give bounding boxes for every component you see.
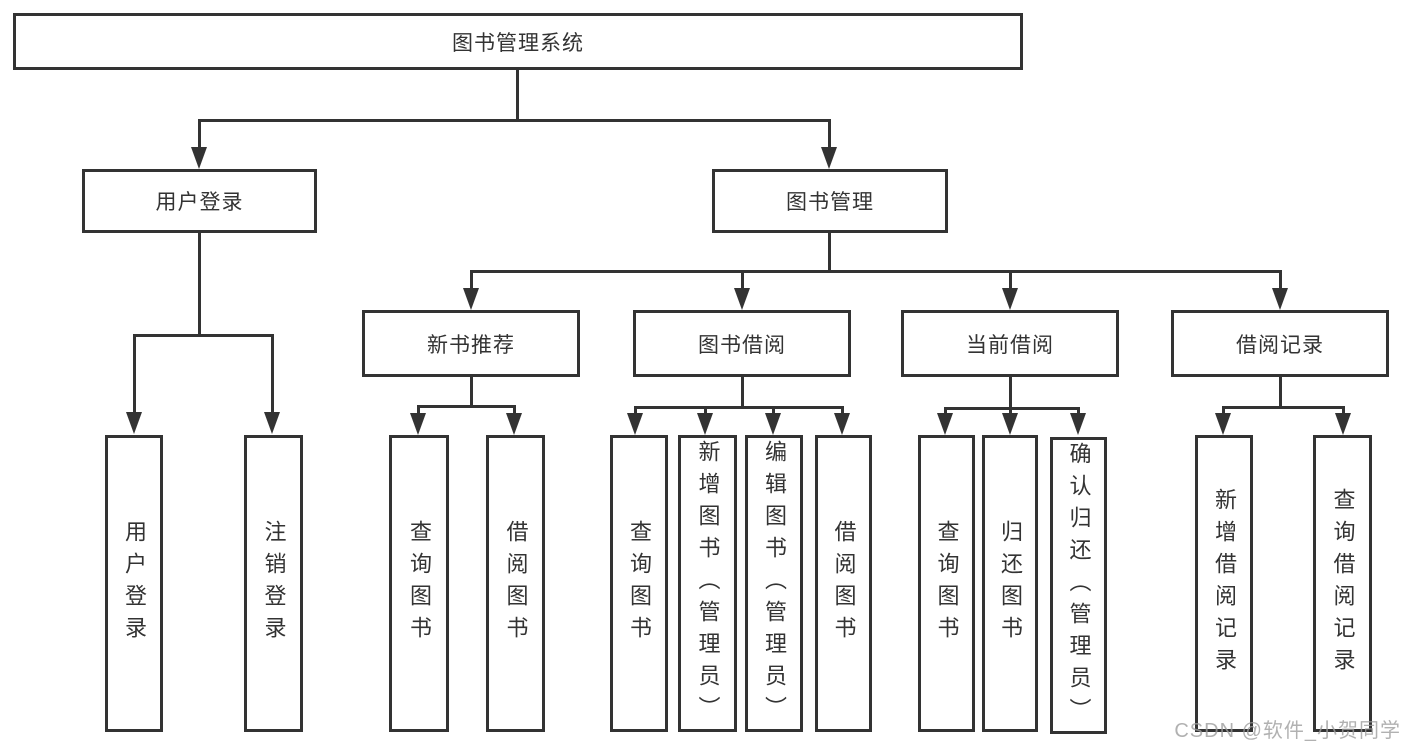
connector-line: [634, 406, 637, 415]
node-label: 借阅图书: [503, 519, 529, 648]
leaf-user-login: 用户登录: [105, 435, 163, 732]
node-current-borrowing: 当前借阅: [901, 310, 1119, 377]
connector-line: [634, 406, 844, 409]
arrow-down-icon: [697, 413, 713, 435]
node-new-book-recommend: 新书推荐: [362, 310, 580, 377]
leaf-add-books-admin: 新增图书（管理员）: [678, 435, 737, 732]
arrow-down-icon: [1002, 288, 1018, 310]
arrow-down-icon: [734, 288, 750, 310]
connector-line: [513, 405, 516, 415]
connector-line: [944, 407, 947, 415]
node-label: 当前借阅: [966, 333, 1054, 357]
node-label: 图书管理系统: [452, 31, 584, 55]
connector-line: [1009, 377, 1012, 409]
csdn-watermark: CSDN @软件_小贺同学: [1174, 720, 1401, 742]
node-label: 查询图书: [407, 519, 432, 648]
arrow-down-icon: [1272, 288, 1288, 310]
connector-line: [198, 119, 201, 147]
leaf-query-books-borrowing: 查询图书: [610, 435, 668, 732]
node-label: 新增图书（管理员）: [695, 439, 721, 728]
node-label: 注销登录: [261, 519, 287, 648]
node-root-system: 图书管理系统: [13, 13, 1023, 70]
node-label: 查询借阅记录: [1330, 487, 1356, 680]
arrow-down-icon: [1215, 413, 1231, 435]
node-label: 查询图书: [934, 519, 960, 648]
leaf-return-books: 归还图书: [982, 435, 1038, 732]
node-label: 用户登录: [122, 519, 147, 648]
connector-line: [841, 406, 844, 415]
arrow-down-icon: [191, 147, 207, 169]
connector-line: [1222, 406, 1345, 409]
arrow-down-icon: [627, 413, 643, 435]
connector-line: [470, 377, 473, 408]
arrow-down-icon: [1002, 413, 1018, 435]
node-label: 查询图书: [627, 519, 652, 648]
connector-line: [1279, 270, 1282, 289]
node-label: 编辑图书（管理员）: [762, 439, 787, 728]
node-label: 归还图书: [998, 519, 1023, 648]
connector-line: [1222, 406, 1225, 415]
leaf-query-books-current: 查询图书: [918, 435, 975, 732]
connector-line: [417, 405, 420, 415]
leaf-borrow-books-recommend: 借阅图书: [486, 435, 545, 732]
connector-line: [470, 270, 473, 289]
arrow-down-icon: [834, 413, 850, 435]
connector-line: [828, 119, 831, 147]
node-label: 用户登录: [155, 191, 244, 214]
connector-line: [417, 405, 516, 408]
connector-line: [1279, 377, 1282, 408]
connector-line: [741, 270, 744, 289]
node-label: 新书推荐: [427, 333, 515, 357]
node-book-borrowing: 图书借阅: [633, 310, 851, 377]
node-label: 借阅记录: [1236, 333, 1324, 357]
connector-line: [271, 334, 274, 412]
connector-line: [772, 406, 775, 415]
leaf-logout: 注销登录: [244, 435, 303, 732]
leaf-query-books-recommend: 查询图书: [389, 435, 449, 732]
arrow-down-icon: [937, 413, 953, 435]
arrow-down-icon: [410, 413, 426, 435]
connector-line: [1077, 407, 1080, 415]
arrow-down-icon: [765, 413, 781, 435]
connector-line: [704, 406, 707, 415]
node-label: 确认归还（管理员）: [1066, 441, 1092, 730]
arrow-down-icon: [1335, 413, 1351, 435]
connector-line: [198, 119, 831, 122]
leaf-query-borrow-record: 查询借阅记录: [1313, 435, 1372, 732]
node-label: 新增借阅记录: [1212, 487, 1237, 680]
connector-line: [198, 233, 201, 336]
connector-line: [133, 334, 274, 337]
connector-line: [470, 270, 1282, 273]
node-label: 图书借阅: [698, 333, 786, 357]
leaf-confirm-return-admin: 确认归还（管理员）: [1050, 437, 1107, 734]
connector-line: [1009, 270, 1012, 289]
node-book-management-group: 图书管理: [712, 169, 948, 233]
arrow-down-icon: [126, 412, 142, 434]
node-borrowing-records: 借阅记录: [1171, 310, 1389, 377]
connector-line: [944, 407, 1080, 410]
connector-line: [1009, 407, 1012, 415]
connector-line: [741, 377, 744, 409]
node-user-login-group: 用户登录: [82, 169, 317, 233]
leaf-edit-books-admin: 编辑图书（管理员）: [745, 435, 803, 732]
connector-line: [133, 334, 136, 412]
arrow-down-icon: [264, 412, 280, 434]
leaf-add-borrow-record: 新增借阅记录: [1195, 435, 1253, 732]
arrow-down-icon: [506, 413, 522, 435]
arrow-down-icon: [463, 288, 479, 310]
connector-line: [516, 70, 519, 121]
arrow-down-icon: [821, 147, 837, 169]
node-label: 借阅图书: [831, 519, 857, 648]
arrow-down-icon: [1070, 413, 1086, 435]
connector-line: [828, 233, 831, 273]
node-label: 图书管理: [786, 191, 874, 214]
leaf-borrow-books-borrowing: 借阅图书: [815, 435, 872, 732]
connector-line: [1342, 406, 1345, 415]
